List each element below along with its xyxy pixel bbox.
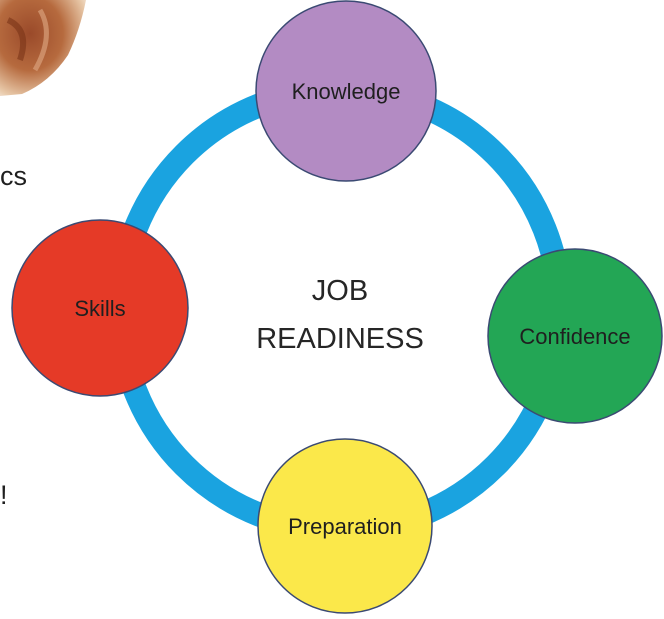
clipped-text-cs: cs [0,161,27,191]
center-title-line-1: JOB [312,275,368,307]
preparation-label: Preparation [288,514,402,539]
skills-label: Skills [74,296,125,321]
node-skills: Skills [11,219,189,397]
confidence-circle [487,248,663,424]
node-confidence: Confidence [487,248,663,424]
clipped-text-exclamation: ! [0,480,8,510]
knowledge-label: Knowledge [292,79,401,104]
photo-fragment [0,0,86,96]
node-knowledge: Knowledge [255,0,437,182]
skills-circle [11,219,189,397]
center-title-line-2: READINESS [256,323,424,355]
preparation-circle [257,438,433,614]
confidence-label: Confidence [519,324,630,349]
node-preparation: Preparation [257,438,433,614]
knowledge-circle [255,0,437,182]
